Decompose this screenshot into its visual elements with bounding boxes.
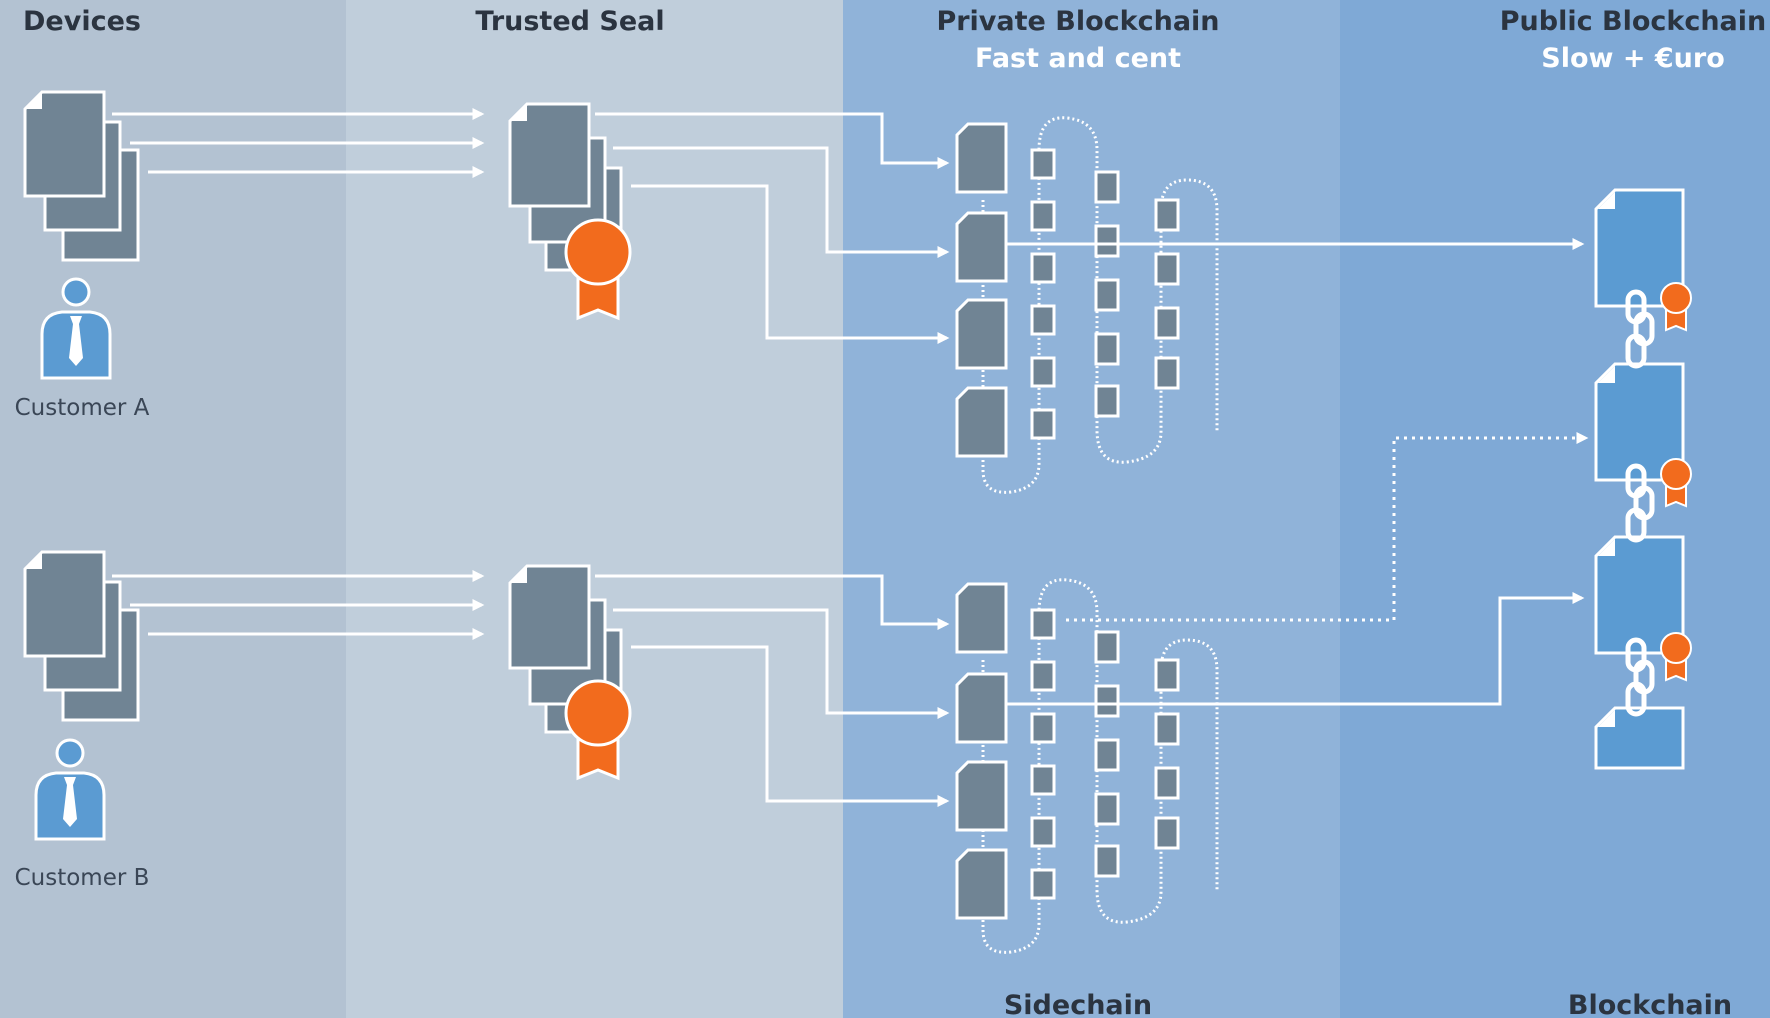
lane-subtitle-public-blockchain: Slow + €uro [1541, 43, 1725, 74]
lane-title-public-blockchain: Public Blockchain [1500, 6, 1767, 37]
chain-link-icon [1625, 463, 1655, 543]
sidechain-b [955, 578, 1219, 954]
customer-b-person-icon [34, 738, 106, 841]
device-to-seal-connectors-b [112, 570, 485, 640]
document-stack-icon [23, 90, 140, 262]
cross-reference-connector [1066, 432, 1589, 622]
sidechain-a-blocks [955, 122, 1180, 458]
sidechain-b-blocks [955, 582, 1180, 920]
lane-footer-sidechain: Sidechain [1004, 990, 1152, 1018]
seal-ribbon-icon [564, 679, 632, 781]
sidechain-a [955, 116, 1219, 494]
lane-title-private-blockchain: Private Blockchain [936, 6, 1219, 37]
chain-link-icon [1625, 289, 1655, 369]
lane-public-blockchain [1340, 0, 1770, 1018]
seal-to-sidechain-connectors-b [595, 574, 950, 807]
lane-title-trusted-seal: Trusted Seal [475, 6, 664, 37]
seal-ribbon-icon [1660, 458, 1692, 508]
public-blockchain [1594, 188, 1692, 770]
anchor-connector-b [1006, 592, 1585, 706]
customer-a-label: Customer A [15, 395, 150, 421]
customer-a-person-icon [40, 277, 112, 380]
seal-ribbon-icon [1660, 632, 1692, 682]
public-block-2 [1594, 362, 1685, 482]
seal-ribbon-icon [564, 218, 632, 321]
lane-title-devices: Devices [23, 6, 141, 37]
seal-to-sidechain-connectors-a [595, 112, 950, 344]
lane-private-blockchain [843, 0, 1340, 1018]
sealed-documents-a [508, 102, 632, 321]
seal-ribbon-icon [1660, 282, 1692, 332]
customer-b-label: Customer B [15, 865, 150, 891]
device-documents-b [23, 550, 140, 722]
device-documents-a [23, 90, 140, 262]
lane-subtitle-private-blockchain: Fast and cent [975, 43, 1181, 74]
public-block-3 [1594, 535, 1685, 655]
lane-footer-blockchain: Blockchain [1568, 990, 1732, 1018]
chain-link-icon [1625, 637, 1655, 717]
public-block-4 [1594, 706, 1685, 770]
public-block-1 [1594, 188, 1685, 308]
device-to-seal-connectors-a [112, 108, 485, 178]
document-stack-icon [23, 550, 140, 722]
sealed-documents-b [508, 564, 632, 781]
